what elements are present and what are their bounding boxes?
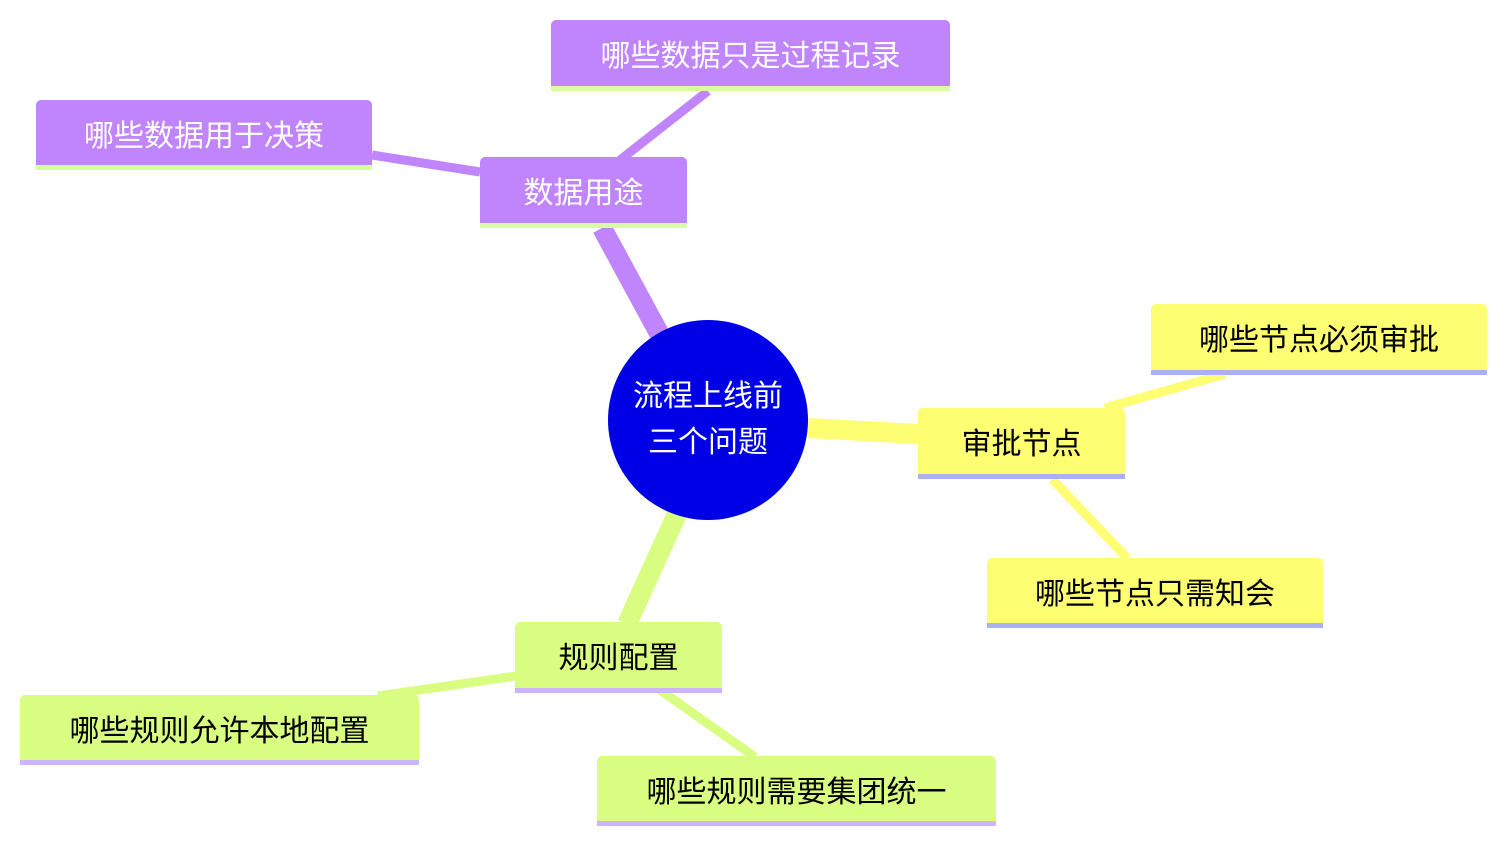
branch-data-usage[interactable]: 数据用途 bbox=[480, 157, 687, 228]
root-line-2: 三个问题 bbox=[648, 425, 768, 460]
link-approval-notify bbox=[1048, 475, 1131, 562]
link-root-approval bbox=[807, 418, 919, 444]
leaf-nodes-must-approve[interactable]: 哪些节点必须审批 bbox=[1151, 304, 1487, 375]
link-root-data-usage bbox=[593, 223, 669, 340]
leaf-nodes-notify-only[interactable]: 哪些节点只需知会 bbox=[987, 558, 1323, 628]
link-rule-config-unified bbox=[657, 686, 758, 761]
link-data-usage-record bbox=[617, 87, 711, 164]
leaf-data-process-record[interactable]: 哪些数据只是过程记录 bbox=[551, 20, 950, 91]
leaf-data-for-decision[interactable]: 哪些数据用于决策 bbox=[36, 100, 372, 170]
link-rule-config-local bbox=[377, 671, 517, 701]
branch-rule-config[interactable]: 规则配置 bbox=[515, 622, 722, 693]
leaf-rules-group-unified[interactable]: 哪些规则需要集团统一 bbox=[597, 756, 996, 826]
root-node[interactable]: 流程上线前 三个问题 bbox=[608, 320, 808, 520]
root-line-1: 流程上线前 bbox=[633, 379, 783, 414]
link-data-usage-decision bbox=[371, 150, 481, 177]
link-approval-must bbox=[1103, 369, 1227, 413]
link-root-rule-config bbox=[617, 509, 687, 629]
branch-approval-nodes[interactable]: 审批节点 bbox=[918, 408, 1125, 479]
leaf-rules-local-config[interactable]: 哪些规则允许本地配置 bbox=[20, 695, 419, 765]
